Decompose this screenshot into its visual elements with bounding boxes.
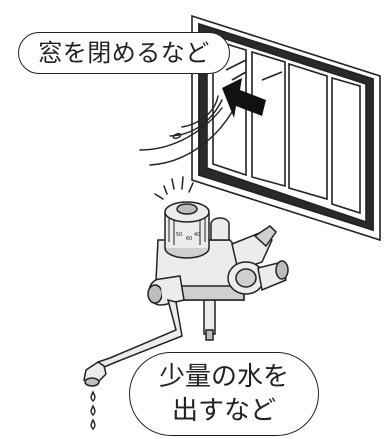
window — [191, 14, 381, 242]
water-drops — [90, 390, 96, 430]
callout-run-water: 少量の水を 出すなど — [129, 352, 319, 436]
dial-label-40: 40 — [194, 232, 200, 238]
callout-run-water-line2: 出すなど — [171, 396, 276, 426]
callout-run-water-line1: 少量の水を — [158, 362, 289, 392]
sparkle-icon — [154, 176, 194, 200]
callout-close-window: 窓を閉めるなど — [18, 32, 230, 74]
dial-label-60: 60 — [186, 236, 192, 242]
wind-lines — [139, 95, 233, 166]
callout-close-window-text: 窓を閉めるなど — [38, 39, 210, 67]
faucet: 50 60 40 — [83, 176, 289, 387]
dial-label-50: 50 — [176, 232, 182, 238]
close-arrow-icon — [222, 78, 266, 118]
